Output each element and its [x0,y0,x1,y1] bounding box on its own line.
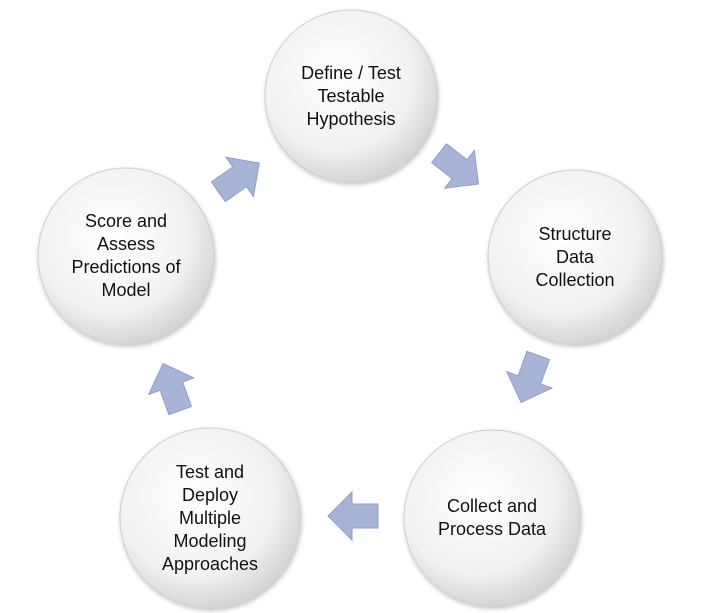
node-score-circle [37,167,215,345]
arrow-score-to-define [210,156,260,203]
node-define-circle [264,9,438,183]
arrow-collect-to-test [327,490,379,542]
node-structure-circle [487,169,663,345]
node-collect-circle [403,429,581,607]
node-test-circle [119,427,301,609]
arrow-test-to-score [147,362,196,416]
arrow-define-to-structure [430,143,480,189]
arrow-structure-to-collect [505,350,554,404]
